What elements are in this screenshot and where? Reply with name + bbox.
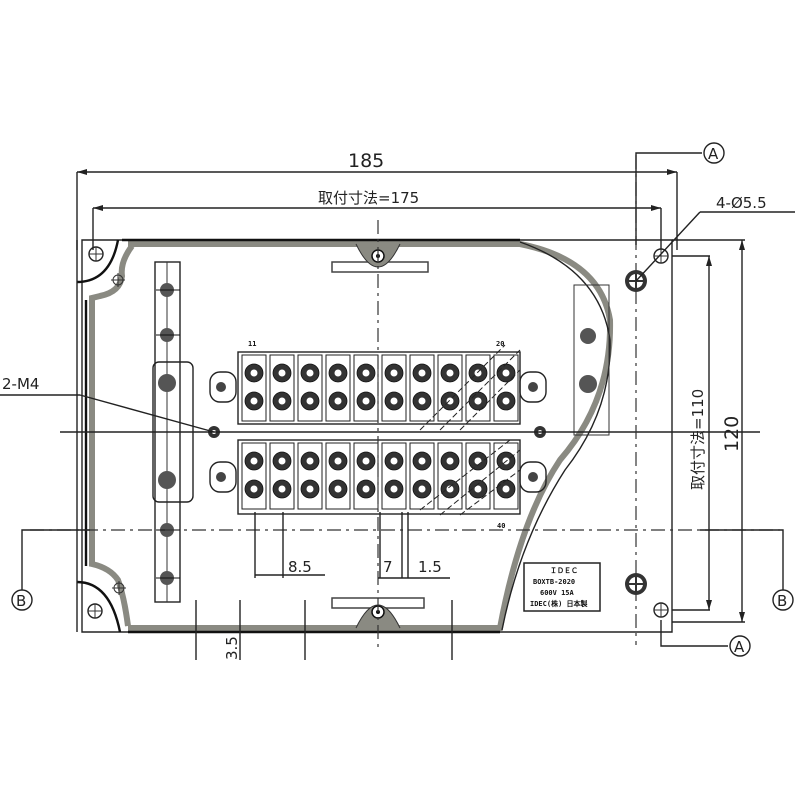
dimension-pitch: 8.5 <box>254 512 325 578</box>
nameplate: ＩＤＥＣ BOXTB-2020 600V 15A IDEC(株) 日本製 <box>523 562 601 612</box>
mount-hole-top-left <box>88 246 104 262</box>
hole-callout-label: 4-Ø5.5 <box>716 194 767 212</box>
mount-hole-bottom-right <box>653 602 669 618</box>
dimension-overall-height: 120 <box>672 239 745 623</box>
right-mounting-strip <box>573 284 610 436</box>
mount-height-label: 取付寸法=110 <box>689 389 707 490</box>
dimension-mount-width: 取付寸法=175 <box>92 189 662 250</box>
svg-text:1.5: 1.5 <box>418 558 442 576</box>
mount-hole-top-right <box>653 248 669 264</box>
lid-screw-top-left <box>111 273 125 287</box>
m4-callout-label: 2-M4 <box>2 375 39 393</box>
dimension-overall-width: 185 <box>76 150 678 250</box>
callout-4-hole: 4-Ø5.5 <box>635 194 795 282</box>
section-marker-b-right: B <box>700 529 794 611</box>
svg-text:B: B <box>777 592 787 610</box>
svg-text:7: 7 <box>383 558 393 576</box>
latch-top <box>331 243 429 273</box>
terminal-block: 11 20 40 <box>209 340 547 530</box>
terminal-block-ears <box>209 371 547 493</box>
dimension-gap-1-5: 1.5 <box>407 512 442 578</box>
enclosure <box>76 238 673 634</box>
section-marker-a-bottom: A <box>660 620 751 657</box>
nameplate-model: BOXTB-2020 <box>533 578 575 586</box>
section-marker-b-left: B <box>11 529 90 611</box>
svg-text:8.5: 8.5 <box>288 558 312 576</box>
overall-width-label: 185 <box>348 150 384 172</box>
nameplate-note: IDEC(株) 日本製 <box>530 599 588 608</box>
svg-text:A: A <box>708 145 719 163</box>
gland-bottom-right <box>625 573 647 595</box>
callout-2-m4: 2-M4 <box>0 375 215 433</box>
dimension-gap-7: 7 <box>378 512 450 579</box>
nameplate-brand: ＩＤＥＣ <box>550 566 578 575</box>
overall-height-label: 120 <box>721 416 743 452</box>
terminal-cell-lower <box>493 442 519 510</box>
terminal-number-20: 20 <box>496 340 504 348</box>
mount-width-label: 取付寸法=175 <box>318 189 419 207</box>
dimension-wall: 3.5 <box>195 600 453 660</box>
mount-hole-bottom-left <box>87 603 103 619</box>
svg-text:A: A <box>734 638 745 656</box>
dimension-mount-height: 取付寸法=110 <box>672 255 712 611</box>
nameplate-rating: 600V 15A <box>540 589 575 597</box>
terminal-number-11: 11 <box>248 340 256 348</box>
terminal-number-40: 40 <box>497 522 505 530</box>
svg-text:3.5: 3.5 <box>223 636 241 660</box>
section-marker-a-top: A <box>635 142 725 245</box>
svg-text:B: B <box>16 592 26 610</box>
lid-screw-bottom-left <box>112 581 126 595</box>
